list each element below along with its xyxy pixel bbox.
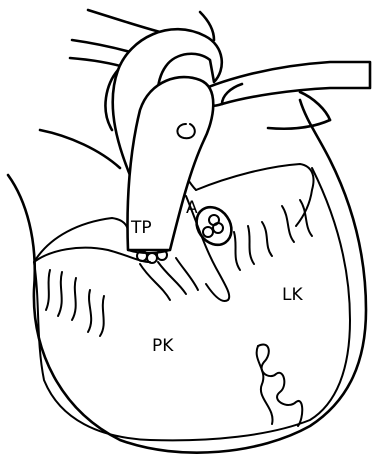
- left-atrium-flap: [34, 218, 128, 262]
- label-pk: PK: [152, 336, 174, 356]
- papillary-muscles-center: [140, 258, 198, 300]
- label-a: A: [186, 198, 198, 218]
- trabecular-strip: [258, 345, 302, 426]
- papillary-muscles-left: [46, 270, 104, 336]
- label-tp: TP: [130, 218, 152, 238]
- papillary-muscles-right: [234, 200, 312, 270]
- trabecular-strip-inner: [257, 346, 273, 424]
- label-lk: LK: [282, 285, 303, 305]
